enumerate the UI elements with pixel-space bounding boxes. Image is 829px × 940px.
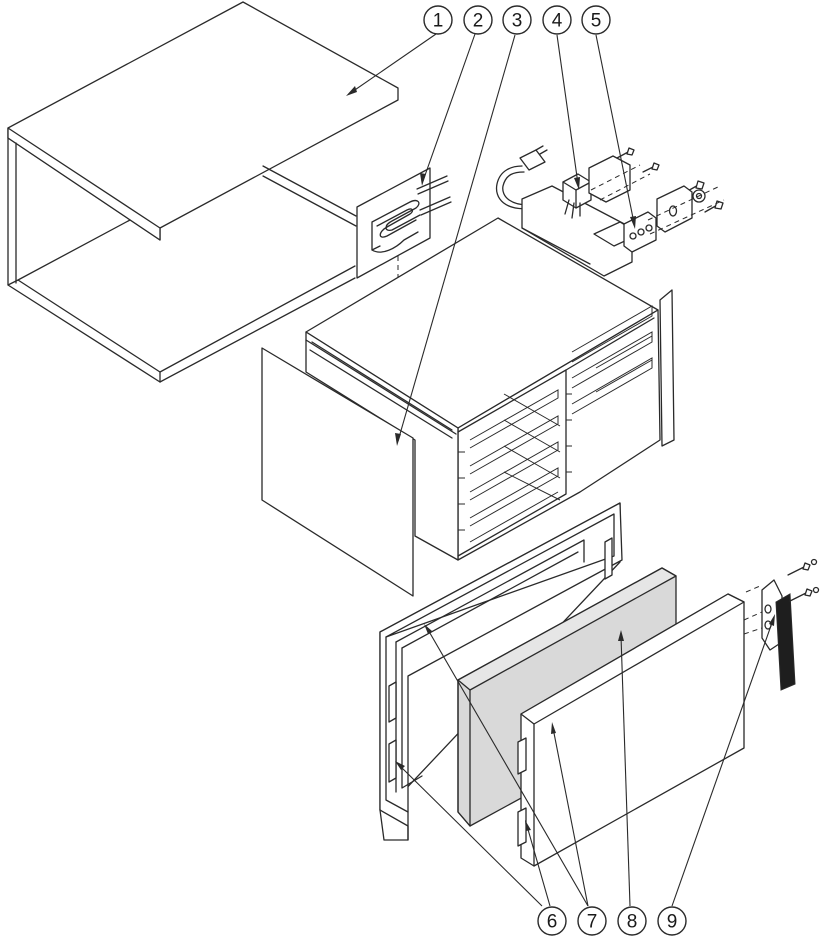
callout-4-label: 4 <box>552 11 563 32</box>
callout-7: 7 <box>577 906 607 936</box>
door-panel-part <box>517 593 745 867</box>
callout-2-label: 2 <box>473 11 484 32</box>
callout-6: 6 <box>537 906 567 936</box>
callout-7-label: 7 <box>587 912 598 933</box>
cabinet-body <box>305 217 675 561</box>
callout-3: 3 <box>502 5 532 35</box>
callout-8: 8 <box>617 906 647 936</box>
heater-element-part <box>356 167 452 280</box>
callout-1: 1 <box>423 5 453 35</box>
callout-2: 2 <box>463 5 493 35</box>
callout-3-label: 3 <box>512 11 523 32</box>
side-panel-part <box>261 347 414 597</box>
switch-part <box>562 155 651 219</box>
callout-1-label: 1 <box>433 11 444 32</box>
power-cord <box>495 145 548 210</box>
callout-5: 5 <box>581 5 611 35</box>
callout-9-label: 9 <box>667 912 678 933</box>
callout-6-label: 6 <box>547 912 558 933</box>
callout-8-label: 8 <box>627 912 638 933</box>
top-cover-part <box>7 1 399 383</box>
handle-part <box>743 558 820 691</box>
terminal-block-part <box>623 185 725 253</box>
callout-5-label: 5 <box>591 11 602 32</box>
callout-4: 4 <box>542 5 572 35</box>
leader-lines <box>346 33 775 907</box>
callout-9: 9 <box>657 906 687 936</box>
